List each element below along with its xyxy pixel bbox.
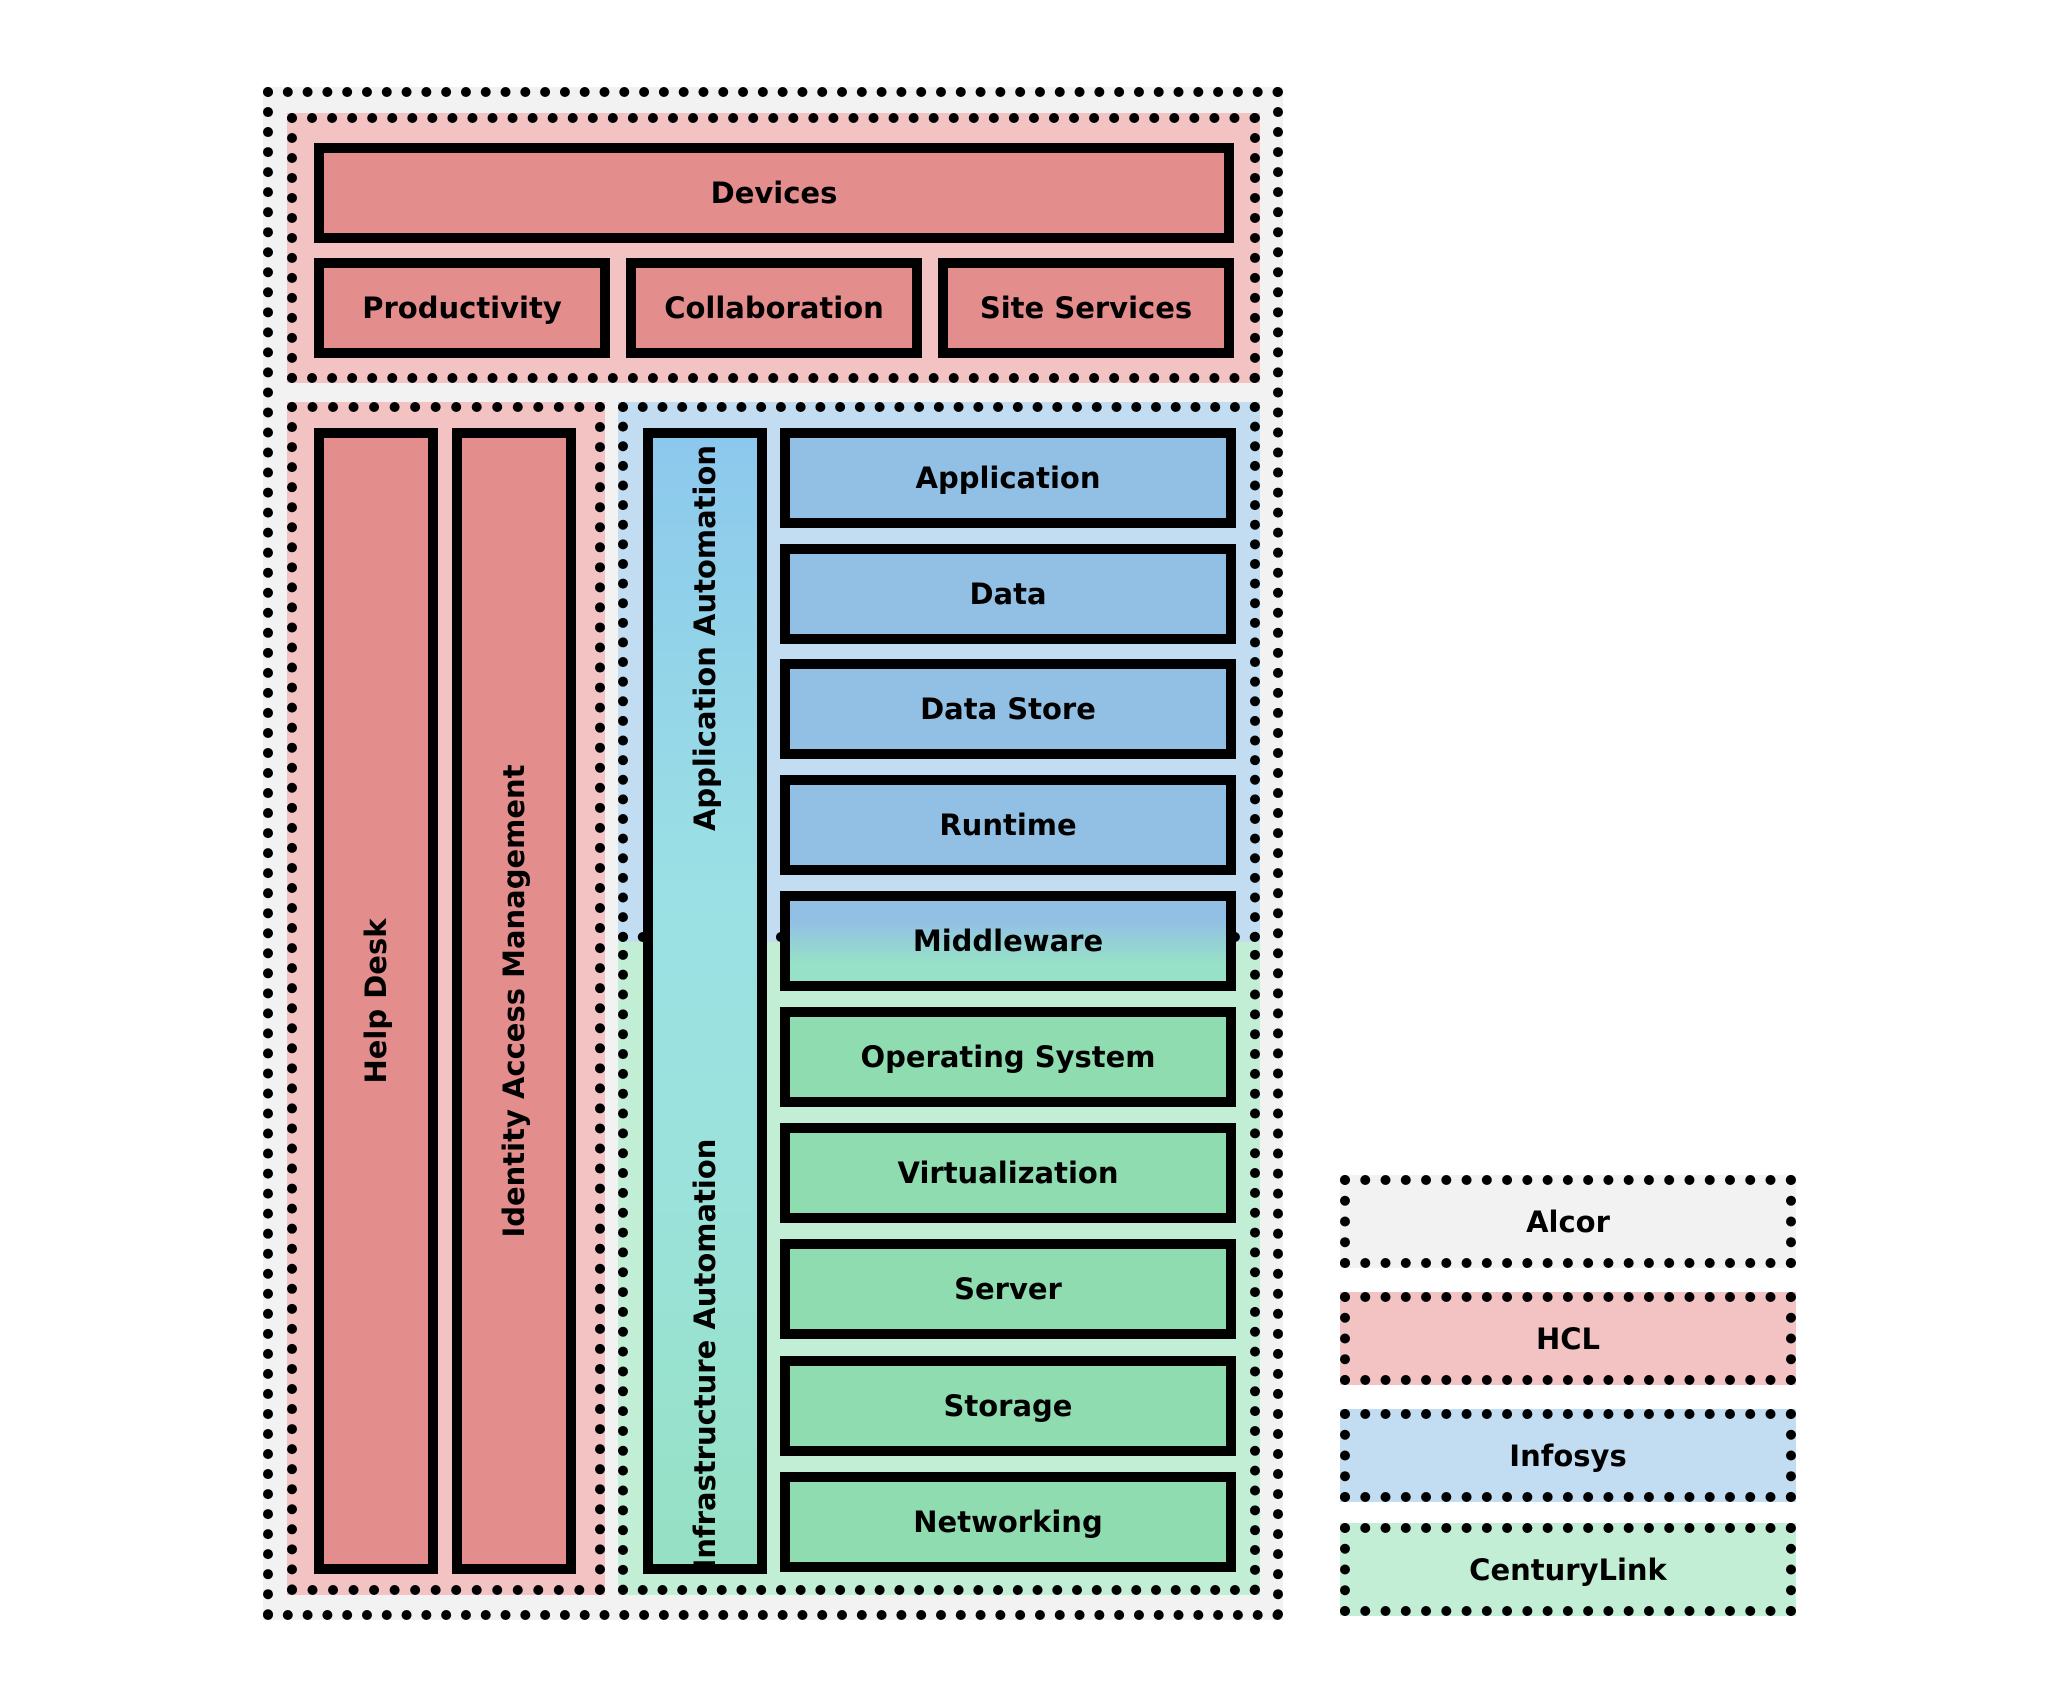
help-desk-box: Help Desk (314, 428, 438, 1574)
legend-infosys: Infosys (1340, 1409, 1796, 1502)
legend-centurylink: CenturyLink (1340, 1523, 1796, 1616)
runtime-box: Runtime (780, 775, 1236, 875)
storage-box: Storage (780, 1356, 1236, 1456)
virtualization-box: Virtualization (780, 1123, 1236, 1223)
server-box: Server (780, 1239, 1236, 1339)
productivity-box: Productivity (314, 258, 610, 358)
identity-access-management-box: Identity Access Management (452, 428, 576, 1574)
collaboration-box: Collaboration (626, 258, 922, 358)
site-services-box: Site Services (938, 258, 1234, 358)
devices-box: Devices (314, 143, 1234, 243)
application-automation-label: Application Automation (688, 444, 722, 832)
help-desk-label: Help Desk (359, 918, 393, 1084)
application-box: Application (780, 428, 1236, 528)
legend-alcor: Alcor (1340, 1175, 1796, 1268)
data-box: Data (780, 544, 1236, 644)
identity-access-management-label: Identity Access Management (497, 764, 531, 1238)
operating-system-box: Operating System (780, 1007, 1236, 1107)
legend-hcl: HCL (1340, 1292, 1796, 1385)
networking-box: Networking (780, 1472, 1236, 1572)
infrastructure-automation-label: Infrastructure Automation (688, 1138, 722, 1570)
middleware-box: Middleware (780, 891, 1236, 991)
data-store-box: Data Store (780, 659, 1236, 759)
automation-column: Application Automation Infrastructure Au… (643, 428, 767, 1574)
